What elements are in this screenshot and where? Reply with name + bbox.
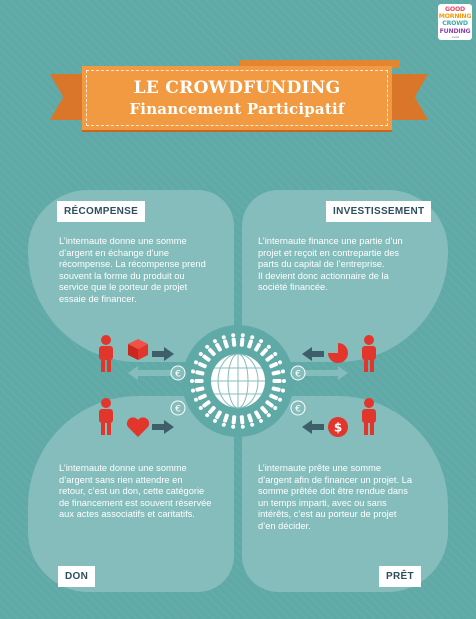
person-icon — [99, 335, 113, 372]
crowd-person-icon — [221, 413, 229, 427]
text-line: de financement est souvent réservée — [59, 497, 212, 508]
crowd-person-icon — [247, 335, 255, 349]
globe-icon — [211, 353, 265, 409]
crowd-person-icon — [254, 339, 263, 352]
euro-symbol: € — [295, 370, 301, 380]
banner-ribbon-top — [240, 60, 400, 68]
text-line: L’internaute donne une somme — [59, 463, 187, 473]
heart-icon — [126, 417, 150, 437]
dollar-coin-icon: $ — [328, 417, 348, 437]
crowd-person-icon — [191, 369, 205, 376]
text-line: intérêts, c’est au porteur de projet — [258, 509, 397, 520]
person-icon — [99, 398, 113, 435]
text-line: L’internaute donne une somme — [59, 236, 187, 246]
crowd-person-icon — [247, 413, 255, 427]
text-line: projet et reçoit en contrepartie des — [258, 247, 400, 258]
euro-symbol: € — [295, 405, 301, 415]
euro-symbol: € — [175, 405, 181, 415]
arrow-right-icon — [152, 420, 174, 434]
text-line: aux actes associatifs et caritatifs. — [59, 509, 195, 520]
crowd-person-icon — [271, 369, 285, 376]
pret-label: PRÊT — [379, 566, 421, 587]
recompense-description: L’internaute donne une somme d’argent en… — [59, 236, 219, 306]
crowd-person-icon — [265, 400, 278, 411]
crowd-person-icon — [221, 335, 229, 349]
crowd-person-icon — [213, 410, 222, 423]
text-line: somme prêtée doit être rendue dans — [258, 486, 408, 497]
dollar-symbol: $ — [334, 421, 342, 435]
text-line: un temps imparti, avec ou sans — [258, 497, 387, 508]
logo-line-5: .com — [451, 34, 459, 39]
text-line: Il devient donc actionnaire de la — [258, 270, 389, 281]
crowd-person-icon — [190, 379, 204, 383]
investissement-description: L’internaute finance une partie d’un pro… — [258, 236, 418, 294]
page-title: LE CROWDFUNDING — [133, 78, 341, 98]
text-line: d’en décider. — [258, 520, 311, 531]
text-line: L’internaute prête une somme — [258, 463, 382, 473]
crowd-person-icon — [254, 410, 263, 423]
person-icon — [362, 335, 376, 372]
crowd-person-icon — [198, 400, 211, 411]
crowd-person-icon — [269, 360, 283, 369]
don-description: L’internaute donne une somme d’argent sa… — [59, 463, 221, 521]
logo-line-1: GOOD — [445, 6, 465, 13]
crowd-person-icon — [231, 333, 237, 347]
crowd-person-icon — [198, 351, 211, 362]
text-line: d’argent en échange d’une — [59, 247, 170, 258]
title-banner: LE CROWDFUNDING Financement Participatif — [82, 66, 392, 130]
euro-arrow-left: € — [128, 400, 186, 416]
page-subtitle: Financement Participatif — [129, 100, 345, 118]
text-line: souvent la forme du produit ou — [59, 270, 185, 281]
crowd-person-icon — [213, 339, 222, 352]
text-line: service que le porteur de projet — [59, 282, 188, 293]
crowd-person-icon — [205, 344, 216, 357]
crowd-person-icon — [193, 393, 207, 402]
text-line: retour, c’est un don, cette catégorie — [59, 486, 205, 497]
crowd-person-icon — [260, 344, 271, 357]
crowd-person-icon — [191, 386, 205, 393]
text-line: société financée. — [258, 282, 328, 293]
euro-arrow-left: € — [128, 365, 186, 381]
logo-line-4: FUNDING — [439, 27, 471, 35]
arrow-left-icon — [302, 347, 324, 361]
arrow-right-icon — [152, 347, 174, 361]
crowd-person-icon — [239, 333, 245, 347]
crowd-person-icon — [271, 386, 285, 393]
crowd-person-icon — [205, 405, 216, 418]
euro-arrow-right: € — [290, 365, 348, 381]
text-line: parts du capital de l’entreprise. — [258, 259, 385, 270]
crowd-person-icon — [272, 379, 286, 383]
crowdfunding-logo: GOOD MORNING CROWD FUNDING .com — [438, 4, 472, 40]
don-label: DON — [58, 566, 96, 587]
crowd-person-icon — [239, 415, 245, 429]
crowd-person-icon — [193, 360, 207, 369]
logo-line-3: CROWD — [442, 20, 468, 28]
crowd-person-icon — [269, 393, 283, 402]
pret-description: L’internaute prête une somme d’argent af… — [258, 463, 420, 533]
crowd-person-icon — [260, 405, 271, 418]
text-line: d’argent sans rien attendre en — [59, 474, 183, 485]
person-icon — [362, 398, 376, 435]
text-line: récompense. La récompense prend — [59, 259, 206, 270]
gift-box-icon — [128, 339, 148, 360]
text-line: L’internaute finance une partie d’un — [258, 236, 403, 246]
crowd-icons — [190, 333, 286, 429]
crowd-person-icon — [265, 351, 278, 362]
arrow-left-icon — [302, 420, 324, 434]
euro-symbol: € — [175, 370, 181, 380]
investissement-label: INVESTISSEMENT — [326, 201, 432, 222]
crowd-person-icon — [231, 415, 237, 429]
euro-arrow-right: € — [290, 400, 348, 416]
logo-line-2: MORNING — [438, 13, 472, 21]
text-line: d’argent afin de financer un projet. La — [258, 474, 413, 485]
crowdfunding-flow-diagram: € € € € — [99, 325, 376, 437]
recompense-label: RÉCOMPENSE — [57, 201, 146, 222]
text-line: essaie de financer. — [59, 293, 137, 304]
pie-chart-icon — [328, 343, 348, 363]
